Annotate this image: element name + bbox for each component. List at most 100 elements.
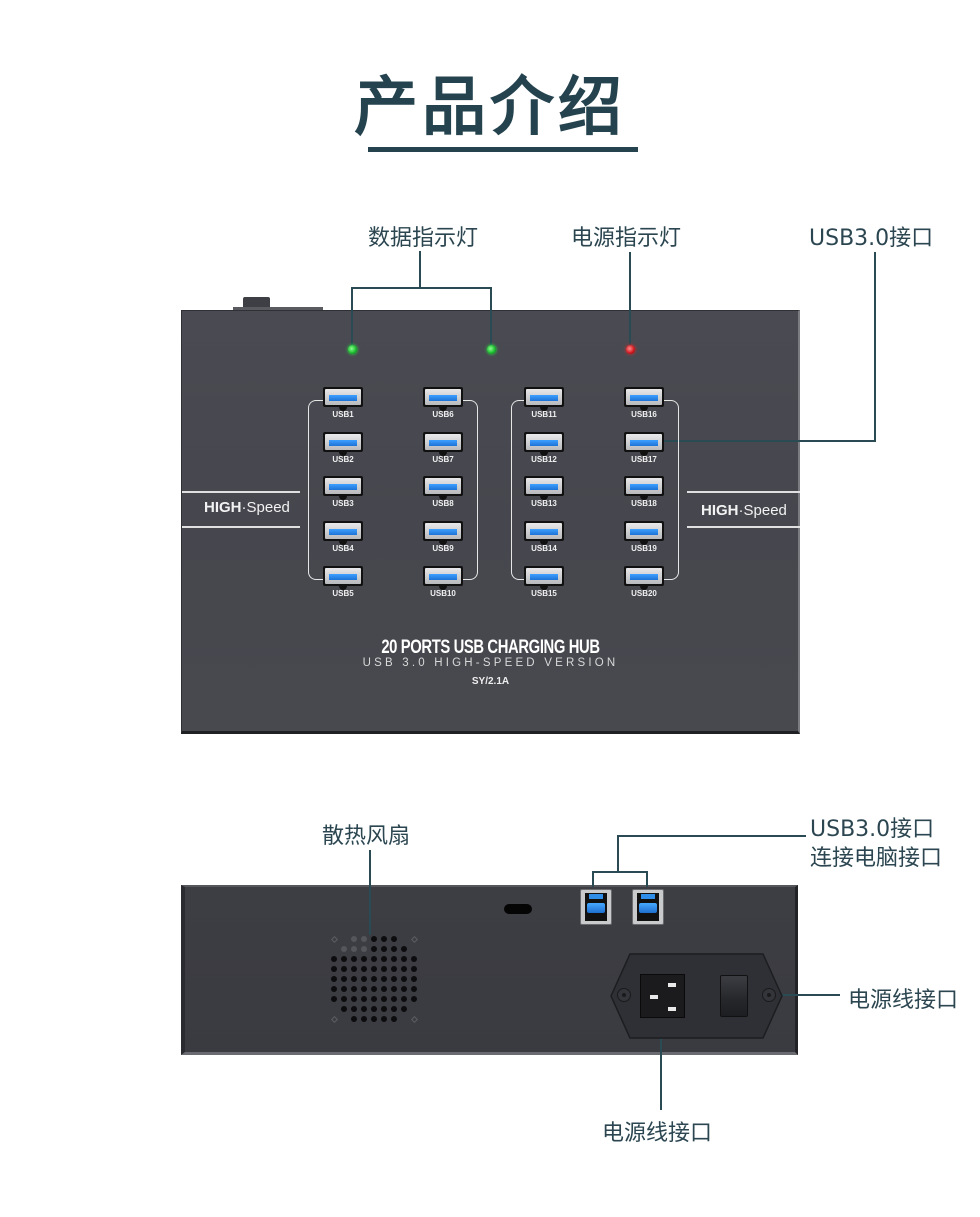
vent-hole [381,976,387,982]
vent-hole [391,1016,397,1022]
usb-port: USB6 [423,387,463,419]
callout-line-fan [369,850,371,935]
screw-icon [617,988,631,1002]
vent-hole [381,966,387,972]
usb-port: USB5 [323,566,363,598]
usb-port-label: USB17 [631,455,657,464]
high-speed-line-left-top [182,491,300,493]
vent-hole [401,1006,407,1012]
power-led [626,345,635,354]
fan-screw-icon [410,935,419,944]
usb-b-upstream-port-1 [580,889,612,925]
callout-usb-upstream-line1: USB3.0接口 [810,817,935,842]
callout-line-usb-port-horizontal [663,440,876,442]
usb-port: USB3 [323,476,363,508]
lock-slot [504,904,532,914]
callout-line-usb-upstream-horizontal [617,835,806,837]
callout-line-usb-upstream-left [592,871,594,887]
usb-port: USB19 [624,521,664,553]
high-speed-line-right-top [687,491,800,493]
vent-hole [391,976,397,982]
vent-hole [331,996,337,1002]
vent-hole [371,1006,377,1012]
vent-hole [351,1016,357,1022]
vent-hole [411,976,417,982]
vent-hole [381,986,387,992]
usb-port-label: USB9 [432,544,454,553]
vent-hole [411,996,417,1002]
fan-screw-icon [330,935,339,944]
vent-hole [331,956,337,962]
vent-hole [401,946,407,952]
usb-port-label: USB14 [531,544,557,553]
usb-port-label: USB7 [432,455,454,464]
callout-line-power-led [629,252,631,347]
vent-hole [401,976,407,982]
callout-fan: 散热风扇 [322,824,411,849]
power-module-plate [610,953,783,1039]
usb-port-label: USB1 [332,410,354,419]
high-speed-label-left: HIGH·Speed [204,499,290,516]
vent-hole [361,936,367,942]
vent-hole [381,996,387,1002]
vent-hole [341,976,347,982]
vent-hole [371,1016,377,1022]
callout-line-data-led-left [351,287,353,347]
callout-line-usb-port-vertical [874,252,876,442]
vent-hole [361,1016,367,1022]
vent-hole [331,966,337,972]
usb-port-label: USB13 [531,499,557,508]
callout-power-led: 电源指示灯 [571,226,682,251]
vent-hole [351,946,357,952]
vent-hole [341,946,347,952]
vent-hole [401,956,407,962]
hub-top-edge [233,307,323,310]
usb-port-label: USB3 [332,499,354,508]
vent-hole [411,986,417,992]
high-speed-line-left-bottom [182,526,300,528]
callout-usb-port: USB3.0接口 [809,226,934,251]
usb-port: USB7 [423,432,463,464]
usb-port: USB4 [323,521,363,553]
vent-hole [361,986,367,992]
usb-port-label: USB16 [631,410,657,419]
usb-port: USB14 [524,521,564,553]
data-led-1 [348,345,357,354]
usb-port: USB11 [524,387,564,419]
vent-hole [371,946,377,952]
callout-line-usb-upstream-stem [617,835,619,872]
vent-hole [391,956,397,962]
title-underline [368,147,638,152]
usb-port: USB12 [524,432,564,464]
usb-port: USB20 [624,566,664,598]
vent-hole [371,936,377,942]
high-speed-rest: Speed [246,499,290,516]
usb-port: USB8 [423,476,463,508]
usb-port-label: USB20 [631,589,657,598]
brand-subtitle: USB 3.0 HIGH-SPEED VERSION [362,657,619,669]
vent-hole [391,996,397,1002]
model-number: SY/2.1A [471,676,510,687]
fan-screw-icon [410,1015,419,1024]
high-speed-bold: HIGH [204,499,242,516]
high-speed-dot: · [738,502,744,519]
usb-b-upstream-port-2 [632,889,664,925]
vent-hole [341,996,347,1002]
usb-port: USB1 [323,387,363,419]
callout-data-led: 数据指示灯 [368,226,479,251]
vent-hole [361,996,367,1002]
usb-port: USB2 [323,432,363,464]
vent-hole [341,966,347,972]
usb-port-label: USB18 [631,499,657,508]
hub-front-panel [181,310,800,734]
fan-screw-icon [330,1015,339,1024]
callout-line-data-led-right [490,287,492,347]
high-speed-rest: Speed [743,502,787,519]
vent-hole [351,966,357,972]
cooling-fan-grille [330,935,421,1026]
vent-hole [351,986,357,992]
usb-port-label: USB6 [432,410,454,419]
vent-hole [381,946,387,952]
callout-power-bottom: 电源线接口 [602,1121,713,1146]
vent-hole [391,1006,397,1012]
